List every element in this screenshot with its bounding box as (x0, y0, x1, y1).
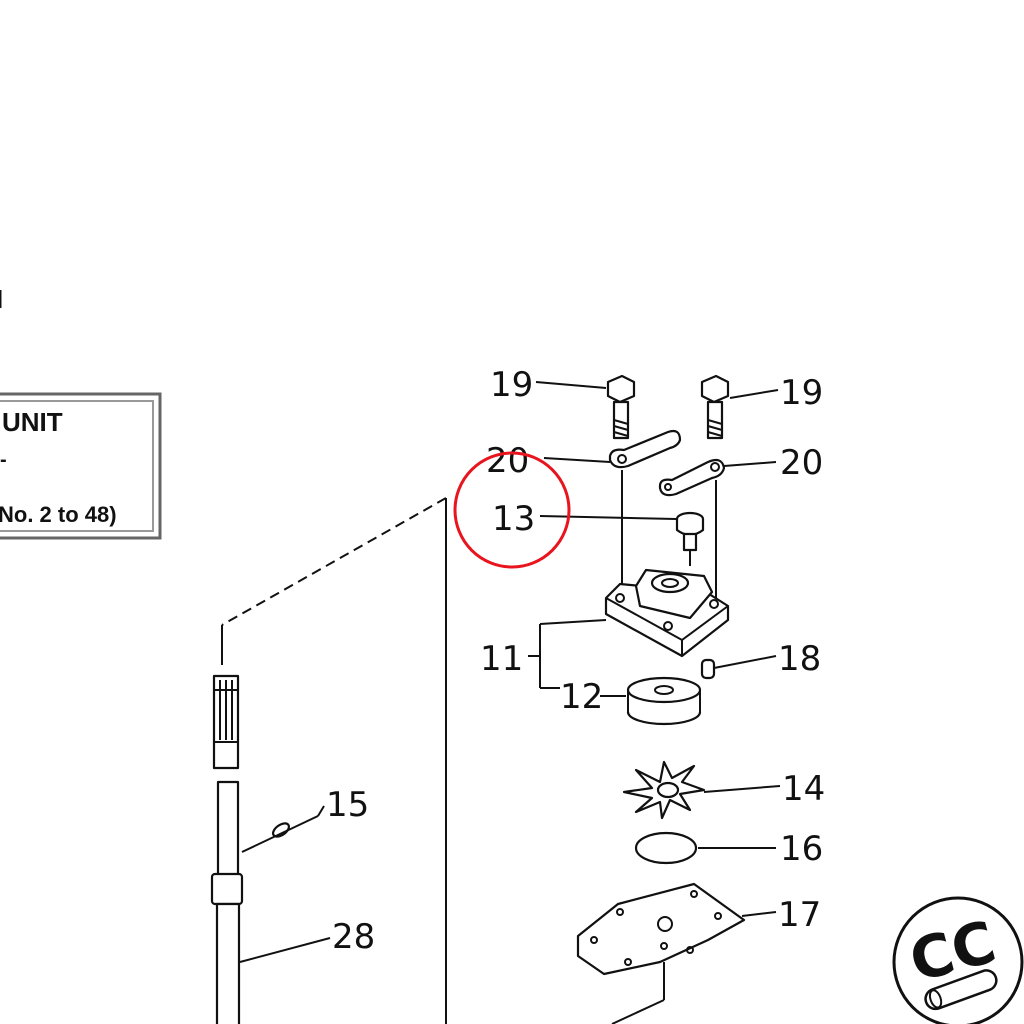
construction-line-diagonal (221, 497, 447, 626)
title-box: UNIT - No. 2 to 48) (0, 392, 162, 540)
pump-housing-11 (604, 568, 730, 658)
bolt-19-right (700, 374, 730, 440)
part-15-pin (241, 805, 325, 853)
o-ring-16 (634, 831, 776, 865)
callout-18: 18 (778, 639, 821, 679)
callout-11: 11 (480, 639, 523, 679)
callout-19-right: 19 (780, 373, 823, 413)
drive-shaft (210, 674, 244, 1024)
callout-28: 28 (332, 917, 375, 957)
edge-mark: I (0, 284, 3, 314)
callout-20-right: 20 (780, 443, 823, 483)
dowel-pin-18 (700, 655, 777, 680)
highlight-circle (453, 451, 571, 569)
callout-17: 17 (778, 895, 821, 935)
insert-cartridge-12 (626, 676, 702, 726)
callout-14: 14 (782, 769, 825, 809)
callout-12: 12 (560, 677, 603, 717)
title-line-1: UNIT (2, 407, 63, 437)
grommet-13 (675, 511, 705, 566)
bolt-19-left (606, 374, 636, 440)
callout-20-left: 20 (486, 441, 529, 481)
leader-28 (239, 937, 331, 963)
leader-lines (528, 381, 779, 697)
title-line-2: - (0, 449, 7, 471)
title-line-3: No. 2 to 48) (0, 502, 117, 527)
callout-16: 16 (780, 829, 823, 869)
callout-15: 15 (326, 785, 369, 825)
callout-13: 13 (492, 499, 535, 539)
plate-20-right (658, 458, 726, 497)
impeller-14 (622, 760, 781, 820)
brand-logo: CC (892, 896, 1024, 1024)
callout-labels: 19 19 20 20 13 11 12 18 14 16 17 15 28 (326, 365, 825, 957)
plate-20-left (608, 429, 682, 469)
callout-19-left: 19 (490, 365, 533, 405)
gasket-17 (576, 882, 777, 1024)
